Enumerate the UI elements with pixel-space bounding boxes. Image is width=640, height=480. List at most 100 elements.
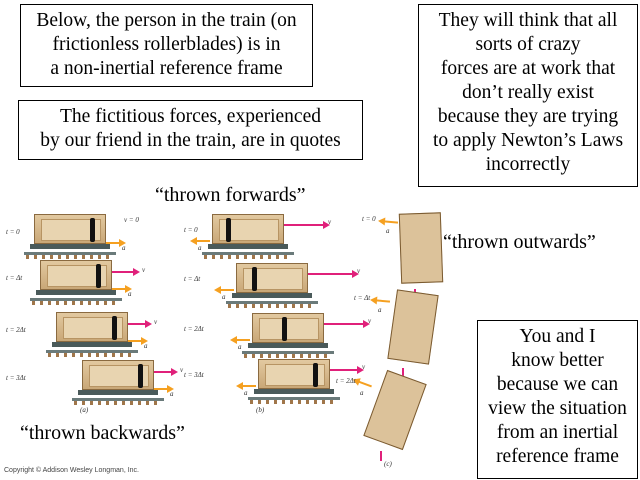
acceleration-arrow (230, 336, 250, 344)
train-car-top-view (363, 369, 427, 451)
panel-label-b: (b) (256, 406, 265, 414)
time-label: t = Δt (354, 294, 371, 302)
caption-thrown-forwards: “thrown forwards” (155, 184, 306, 206)
know-better-text-box: You and I know better because we can vie… (477, 320, 638, 479)
velocity-label: v (357, 267, 361, 275)
train-car (46, 312, 138, 358)
acceleration-arrow (190, 237, 210, 245)
car-interior (63, 317, 123, 339)
fictitious-forces-text-box: The fictitious forces, experienced by ou… (18, 100, 363, 160)
person-silhouette (252, 267, 257, 291)
acceleration-label: a (360, 389, 364, 397)
velocity-arrow (402, 368, 404, 378)
crazy-forces-text-box: They will think that all sorts of crazy … (418, 4, 638, 187)
text-line: by our friend in the train, are in quote… (40, 130, 341, 151)
time-label: t = Δt (184, 275, 201, 283)
acceleration-arrow (106, 239, 126, 247)
acceleration-label: a (122, 244, 126, 252)
time-label: t = 3Δt (6, 374, 26, 382)
car-interior (41, 219, 101, 241)
car-body (82, 360, 154, 390)
rail (30, 298, 122, 301)
car-body (236, 263, 308, 293)
car-body (56, 312, 128, 342)
acceleration-label: a (222, 293, 226, 301)
time-label: t = 0 (6, 228, 20, 236)
acceleration-label: a (386, 227, 390, 235)
velocity-label: v (368, 317, 372, 325)
rail-ties (74, 401, 162, 405)
acceleration-arrow (383, 220, 399, 224)
text-line: because they are trying (437, 106, 619, 127)
car-body (212, 214, 284, 244)
train-car (242, 313, 334, 359)
text-line: know better (511, 350, 604, 371)
rail (46, 350, 138, 353)
time-label: t = 3Δt (184, 371, 204, 379)
velocity-label: v (180, 366, 184, 374)
car-chassis (208, 244, 288, 249)
train-car (30, 260, 122, 306)
acceleration-label: a (144, 342, 148, 350)
rail (226, 301, 318, 304)
car-body (258, 359, 330, 389)
acceleration-arrow (236, 382, 256, 390)
rail-ties (250, 400, 338, 404)
text-line: because we can (496, 374, 619, 395)
acceleration-label: a (238, 343, 242, 351)
rail (248, 397, 340, 400)
acceleration-arrow (214, 286, 234, 294)
copyright-notice: Copyright © Addison Wesley Longman, Inc. (4, 467, 139, 474)
rail (24, 252, 116, 255)
acceleration-arrow (112, 285, 132, 293)
time-label: t = 0 (184, 226, 198, 234)
rail (72, 398, 164, 401)
velocity-label: v (362, 363, 366, 371)
rail-ties (244, 354, 332, 358)
acceleration-arrow (358, 380, 372, 388)
person-silhouette (226, 218, 231, 242)
person-silhouette (313, 363, 318, 387)
train-car-top-view (398, 212, 444, 284)
car-chassis (78, 390, 158, 395)
car-body (40, 260, 112, 290)
velocity-label: v (328, 218, 332, 226)
car-chassis (36, 290, 116, 295)
person-silhouette (282, 317, 287, 341)
rail-ties (228, 304, 316, 308)
rail-ties (26, 255, 114, 259)
acceleration-label: a (378, 306, 382, 314)
caption-thrown-outwards: “thrown outwards” (443, 231, 596, 253)
velocity-arrow (308, 270, 359, 278)
rail-ties (204, 255, 292, 259)
car-chassis (52, 342, 132, 347)
velocity-label: v (154, 318, 158, 326)
text-line: don’t really exist (462, 82, 594, 103)
velocity-label: v = 0 (124, 216, 139, 224)
car-interior (89, 365, 149, 387)
car-interior (265, 364, 325, 386)
acceleration-arrow (128, 337, 148, 345)
acceleration-label: a (198, 244, 202, 252)
car-interior (47, 265, 107, 287)
velocity-arrow (324, 320, 370, 328)
car-interior (219, 219, 279, 241)
velocity-arrow (154, 368, 178, 376)
noninertial-text-box: Below, the person in the train (on frict… (20, 4, 313, 87)
panel-label-a: (a) (80, 406, 89, 414)
caption-thrown-backwards: “thrown backwards” (20, 422, 185, 444)
train-car-top-view (387, 289, 439, 365)
text-line: forces are at work that (440, 58, 616, 79)
text-line: frictionless rollerblades) is in (52, 34, 281, 55)
car-chassis (248, 343, 328, 348)
panel-label-c: (c) (384, 460, 392, 468)
text-line: view the situation (488, 398, 627, 419)
velocity-arrow (284, 221, 330, 229)
rail-ties (32, 301, 120, 305)
person-silhouette (90, 218, 95, 242)
text-line: sorts of crazy (475, 34, 581, 55)
velocity-arrow (128, 320, 152, 328)
car-body (34, 214, 106, 244)
train-car (226, 263, 318, 309)
velocity-arrow (380, 451, 382, 461)
